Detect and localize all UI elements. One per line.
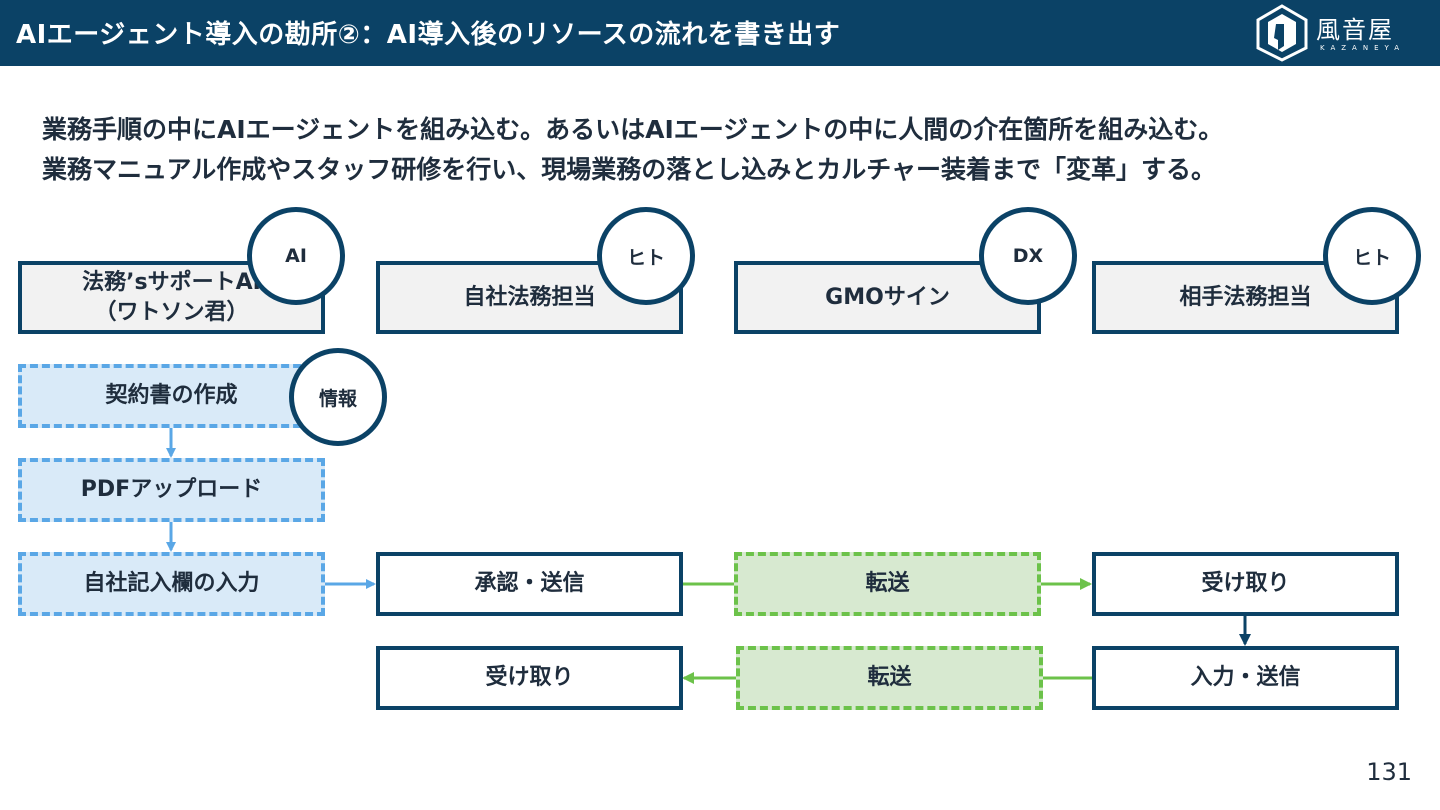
actor-label: 自社法務担当 (463, 284, 596, 310)
subtitle-line-1: 業務手順の中にAIエージェントを組み込む。あるいはAIエージェントの中に人間の介… (42, 115, 1224, 144)
logo-subtext: KAZANEYA (1320, 44, 1406, 52)
header-bar: AIエージェント導入の勘所②：AI導入後のリソースの流れを書き出す 風音屋 KA… (0, 0, 1440, 66)
actor-label-line1: 法務’sサポートAI (82, 269, 261, 295)
step-create-contract: 契約書の作成 (18, 364, 325, 428)
page-title: AIエージェント導入の勘所②：AI導入後のリソースの流れを書き出す (16, 20, 841, 50)
actor-label: 相手法務担当 (1179, 284, 1312, 310)
actor-gmo-sign: GMOサイン (734, 261, 1041, 334)
step-transfer-outbound: 転送 (734, 552, 1041, 616)
badge-human-own: ヒト (597, 207, 695, 305)
actor-label: GMOサイン (825, 284, 950, 310)
badge-ai: AI (247, 207, 345, 305)
step-approve-send: 承認・送信 (376, 552, 683, 616)
page-number: 131 (1366, 758, 1412, 786)
step-own-fields-input: 自社記入欄の入力 (18, 552, 325, 616)
badge-dx: DX (979, 207, 1077, 305)
company-logo: 風音屋 KAZANEYA (1254, 4, 1404, 62)
slide-subtitle: 業務手順の中にAIエージェントを組み込む。あるいはAIエージェントの中に人間の介… (42, 110, 1223, 190)
step-pdf-upload: PDFアップロード (18, 458, 325, 522)
step-input-send: 入力・送信 (1092, 646, 1399, 710)
badge-human-counterparty: ヒト (1323, 207, 1421, 305)
step-transfer-return: 転送 (736, 646, 1043, 710)
step-receive-own: 受け取り (376, 646, 683, 710)
logo-text: 風音屋 (1316, 16, 1394, 44)
kazaneya-logo-icon (1256, 4, 1308, 62)
badge-info: 情報 (289, 348, 387, 446)
subtitle-line-2: 業務マニュアル作成やスタッフ研修を行い、現場業務の落とし込みとカルチャー装着まで… (42, 155, 1217, 184)
step-receive-counterparty: 受け取り (1092, 552, 1399, 616)
actor-label-line2: （ワトソン君） (94, 299, 249, 325)
